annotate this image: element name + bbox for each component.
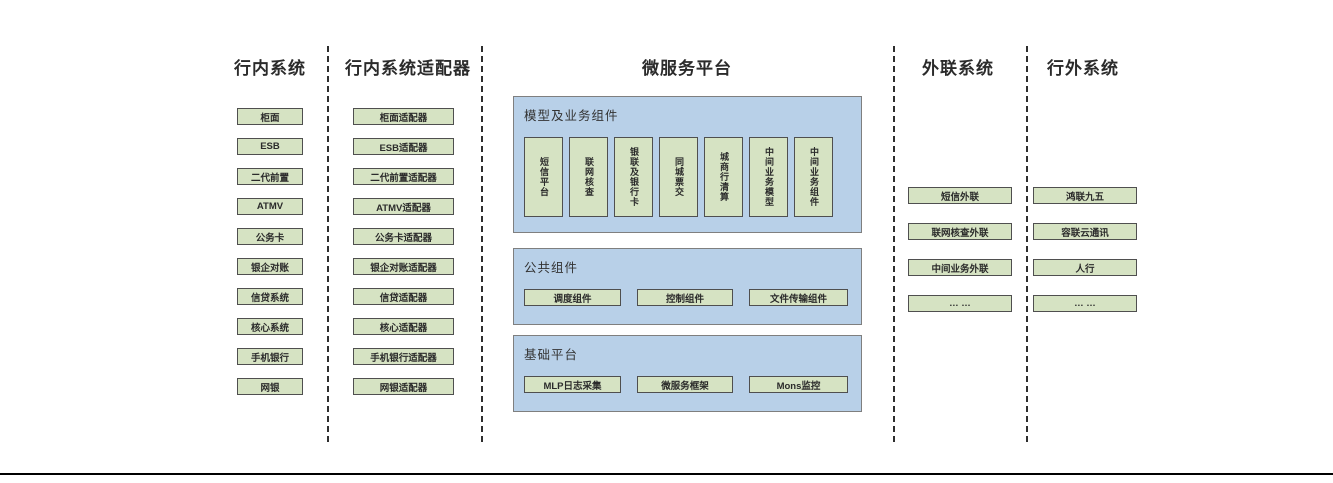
node-box: … …: [1033, 295, 1137, 312]
column-title-outbank: 行外系统: [1047, 59, 1119, 78]
dashed-separator: [893, 46, 895, 442]
node-box: 短信平台: [524, 137, 563, 217]
column-title-platform: 微服务平台: [642, 59, 732, 78]
node-box: 公务卡适配器: [353, 228, 454, 245]
node-box: 城商行清算: [704, 137, 743, 217]
node-box: 联网核查: [569, 137, 608, 217]
node-box: ATMV适配器: [353, 198, 454, 215]
dashed-separator: [481, 46, 483, 442]
node-box: 核心适配器: [353, 318, 454, 335]
node-box: 人行: [1033, 259, 1137, 276]
node-box: ESB: [237, 138, 303, 155]
model-component-row: 短信平台 联网核查 银联及银行卡 同城票交 城商行清算 中间业务模型 中间业务组…: [524, 137, 833, 217]
node-box: 控制组件: [637, 289, 733, 306]
node-box: Mons监控: [749, 376, 848, 393]
node-box: 调度组件: [524, 289, 621, 306]
node-box: 柜面适配器: [353, 108, 454, 125]
node-box: 银联及银行卡: [614, 137, 653, 217]
node-box: 信贷适配器: [353, 288, 454, 305]
node-box: ATMV: [237, 198, 303, 215]
dashed-separator: [327, 46, 329, 442]
node-box: 核心系统: [237, 318, 303, 335]
column-title-external-link: 外联系统: [922, 59, 994, 78]
common-component-row: 调度组件 控制组件 文件传输组件: [524, 289, 848, 306]
column-title-inbank: 行内系统: [234, 59, 306, 78]
node-box: 网银: [237, 378, 303, 395]
dashed-separator: [1026, 46, 1028, 442]
panel-common-components: 公共组件 调度组件 控制组件 文件传输组件: [513, 248, 862, 325]
node-box: 鸿联九五: [1033, 187, 1137, 204]
node-box: 公务卡: [237, 228, 303, 245]
node-box: 同城票交: [659, 137, 698, 217]
node-box: 信贷系统: [237, 288, 303, 305]
node-box: ESB适配器: [353, 138, 454, 155]
node-box: 手机银行: [237, 348, 303, 365]
node-box: 柜面: [237, 108, 303, 125]
node-box: 手机银行适配器: [353, 348, 454, 365]
node-box: … …: [908, 295, 1012, 312]
outbank-system-list: 鸿联九五 容联云通讯 人行 … …: [1033, 187, 1137, 312]
panel-label: 公共组件: [524, 261, 579, 275]
panel-base-platform: 基础平台 MLP日志采集 微服务框架 Mons监控: [513, 335, 862, 412]
node-box: 中间业务组件: [794, 137, 833, 217]
adapter-list: 柜面适配器 ESB适配器 二代前置适配器 ATMV适配器 公务卡适配器 银企对账…: [353, 108, 454, 395]
node-box: 银企对账: [237, 258, 303, 275]
node-box: 二代前置适配器: [353, 168, 454, 185]
node-box: 联网核查外联: [908, 223, 1012, 240]
node-box: 容联云通讯: [1033, 223, 1137, 240]
node-box: 银企对账适配器: [353, 258, 454, 275]
inbank-system-list: 柜面 ESB 二代前置 ATMV 公务卡 银企对账 信贷系统 核心系统 手机银行…: [237, 108, 303, 395]
node-box: 微服务框架: [637, 376, 733, 393]
node-box: 中间业务模型: [749, 137, 788, 217]
panel-model-components: 模型及业务组件 短信平台 联网核查 银联及银行卡 同城票交 城商行清算 中间业务…: [513, 96, 862, 233]
column-title-adapters: 行内系统适配器: [345, 59, 471, 78]
panel-label: 模型及业务组件: [524, 109, 619, 123]
node-box: 网银适配器: [353, 378, 454, 395]
panel-label: 基础平台: [524, 348, 579, 362]
node-box: 短信外联: [908, 187, 1012, 204]
node-box: 文件传输组件: [749, 289, 848, 306]
external-link-list: 短信外联 联网核查外联 中间业务外联 … …: [908, 187, 1012, 312]
bottom-rule: [0, 473, 1333, 475]
base-platform-row: MLP日志采集 微服务框架 Mons监控: [524, 376, 848, 393]
node-box: 二代前置: [237, 168, 303, 185]
node-box: MLP日志采集: [524, 376, 621, 393]
node-box: 中间业务外联: [908, 259, 1012, 276]
